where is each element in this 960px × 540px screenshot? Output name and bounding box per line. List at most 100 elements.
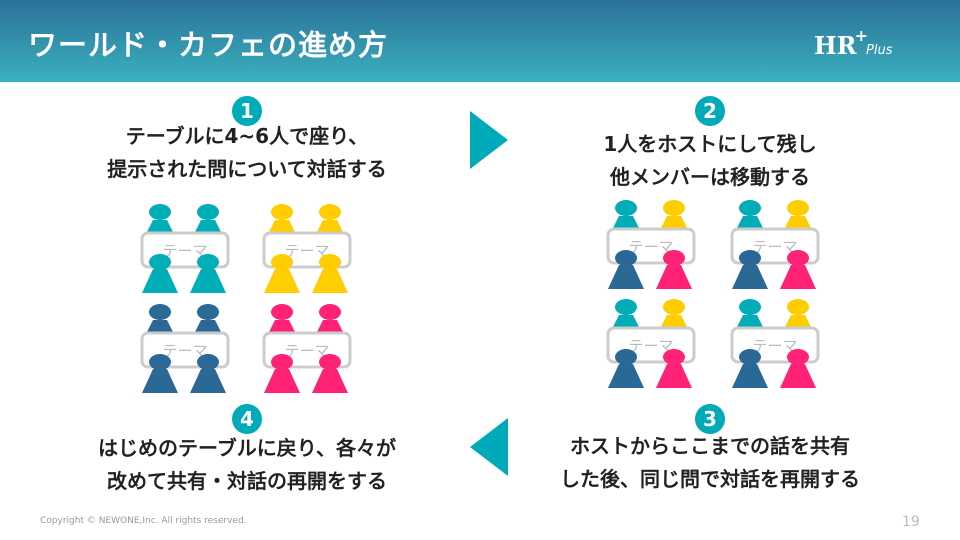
table-group: テーマ [606,299,696,388]
front-person [608,250,644,289]
table-label: テーマ [752,337,797,355]
person-body [608,265,644,289]
person-head [663,299,685,315]
step-2-number: 2 [695,96,725,126]
step-2-text: 1人をホストにして残し他メンバーは移動する [500,128,920,194]
person-head [149,304,171,320]
front-person [312,354,348,393]
hrplus-logo: HR+Plus [814,26,893,60]
page-number: 19 [902,514,920,530]
logo-sub: Plus [866,43,893,58]
person-body [190,269,226,293]
person-head [787,250,809,266]
table-label: テーマ [284,342,329,360]
person-head [739,349,761,365]
person-head [787,349,809,365]
person-head [663,200,685,216]
step-1-number: 1 [232,96,262,126]
person-body [264,269,300,293]
step-1-line: 提示された問について対話する [107,157,387,181]
person-body [656,364,692,388]
logo-main: HR [814,31,857,60]
front-person [190,254,226,293]
table-label: テーマ [752,238,797,256]
header-bar: ワールド・カフェの進め方 HR+Plus [0,0,960,82]
front-person [656,349,692,388]
step-4-line: はじめのテーブルに戻り、各々が [98,436,396,460]
person-head [739,200,761,216]
person-head [319,354,341,370]
person-head [319,204,341,220]
person-head [663,250,685,266]
front-person [264,354,300,393]
person-head [319,304,341,320]
front-person [142,354,178,393]
front-person [780,250,816,289]
person-head [787,200,809,216]
step-2-line: 1人をホストにして残し [603,132,817,156]
step-3-line: した後、同じ問で対話を再開する [560,467,860,491]
step-1-text: テーブルに4~6人で座り、提示された問について対話する [37,120,457,186]
table-group: テーマ [140,204,230,293]
table-label: テーマ [628,337,673,355]
copyright: Copyright © NEWONE,Inc. All rights reser… [40,516,247,526]
front-person [732,250,768,289]
table-group: テーマ [262,204,352,293]
person-head [739,299,761,315]
step-2-line: 他メンバーは移動する [610,165,810,189]
person-body [190,369,226,393]
person-head [271,354,293,370]
front-person [264,254,300,293]
step-3-number: 3 [695,404,725,434]
person-head [149,204,171,220]
person-head [787,299,809,315]
person-body [142,269,178,293]
person-body [732,265,768,289]
front-person [142,254,178,293]
person-body [780,364,816,388]
step-1-line: テーブルに4~6人で座り、 [125,124,369,148]
person-head [197,354,219,370]
front-person [656,250,692,289]
step-3-line: ホストからここまでの話を共有 [570,434,850,458]
step-4-line: 改めて共有・対話の再開をする [107,469,387,493]
person-body [780,265,816,289]
person-body [142,369,178,393]
person-body [312,269,348,293]
person-head [197,254,219,270]
step-4-text: はじめのテーブルに戻り、各々が改めて共有・対話の再開をする [37,432,457,498]
table-group: テーマ [262,304,352,393]
person-head [197,304,219,320]
person-head [149,354,171,370]
person-head [149,254,171,270]
front-person [780,349,816,388]
step-3-text: ホストからここまでの話を共有した後、同じ問で対話を再開する [500,430,920,496]
front-person [608,349,644,388]
table-group: テーマ [606,200,696,289]
person-body [732,364,768,388]
person-head [615,299,637,315]
person-head [739,250,761,266]
person-head [615,349,637,365]
page-title: ワールド・カフェの進め方 [28,28,389,62]
front-person [190,354,226,393]
person-head [271,304,293,320]
table-group: テーマ [730,299,820,388]
person-head [615,200,637,216]
table-group: テーマ [140,304,230,393]
table-label: テーマ [284,242,329,260]
person-head [271,254,293,270]
person-body [608,364,644,388]
arrow-left-icon [470,418,508,476]
table-group: テーマ [730,200,820,289]
person-head [615,250,637,266]
table-label: テーマ [162,342,207,360]
table-label: テーマ [162,242,207,260]
person-head [271,204,293,220]
person-body [264,369,300,393]
person-head [663,349,685,365]
front-person [732,349,768,388]
person-head [197,204,219,220]
arrow-right-icon [470,111,508,169]
table-label: テーマ [628,238,673,256]
